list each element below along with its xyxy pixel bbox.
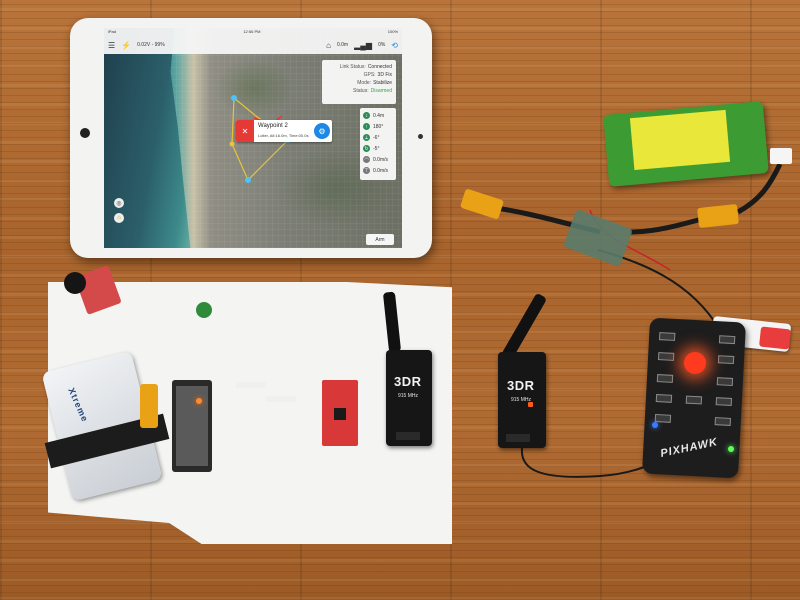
battery-text: 0.02V - 99%: [137, 42, 165, 48]
locate-home-button[interactable]: ⌂: [114, 213, 124, 223]
left-radio-port: [396, 432, 420, 440]
transmitter-led: [196, 398, 202, 404]
buzzer: [64, 272, 86, 294]
pixhawk-blue-led: [652, 422, 658, 428]
altitude-text: 0.0m: [336, 42, 349, 48]
xt60-connector-battery: [697, 203, 739, 229]
altitude-value: 0.4m: [373, 112, 385, 119]
climb-icon: ⊤: [363, 167, 370, 174]
pixhawk-port: [685, 395, 703, 405]
front-camera: [418, 134, 423, 139]
waypoint-1-marker: [231, 95, 237, 101]
home-button[interactable]: [80, 128, 90, 138]
gps-label: GPS:: [363, 72, 376, 78]
mode-label: Mode:: [357, 80, 372, 86]
heading-icon: ↑: [363, 123, 370, 130]
arm-button[interactable]: Arm: [366, 234, 394, 245]
signal-text: 0%: [378, 42, 386, 48]
waypoint-detail: Loiter, Alt:16.0m, Time:00.0s: [258, 133, 309, 138]
right-radio-port: [506, 434, 530, 442]
roll-icon: ↻: [363, 145, 370, 152]
rx-connector: [196, 302, 212, 318]
pixhawk-port: [714, 417, 732, 426]
right-radio-freq: 915 MHz: [511, 397, 532, 403]
pixhawk-port: [656, 374, 674, 383]
left-radio-freq: 915 MHz: [398, 393, 419, 399]
pixhawk-port: [715, 397, 733, 406]
clock-text: 12:56 PM: [243, 29, 261, 34]
cable-battery-main-lead: [736, 162, 783, 215]
waypoint-4-marker: [245, 177, 251, 183]
heading-value: 180°: [373, 123, 384, 130]
carrier-text: iPad: [108, 29, 117, 34]
right-telemetry-radio: [498, 352, 546, 448]
pixhawk-port: [718, 335, 736, 345]
telemetry-panel: ↕0.4m ↑180° ⟂-6° ↻-5° ◠0.0m/s ⊤0.0m/s: [360, 108, 396, 180]
target-icon: ◎: [116, 200, 122, 207]
pixhawk-port: [657, 352, 675, 361]
ground-station-screen: iPad 12:56 PM 100% ☰ ⚡ 0.02V - 99% ⌂ 0.0…: [104, 28, 402, 248]
battery-warning-label: [629, 109, 731, 171]
right-radio-led: [528, 402, 533, 407]
pixhawk-status-led: [684, 352, 706, 374]
status-value: Disarmed: [370, 88, 392, 94]
balance-connector: [770, 148, 792, 164]
pixhawk-flight-controller: [641, 317, 747, 479]
status-label: Status:: [353, 88, 369, 94]
link-status-panel: Link Status:Connected GPS:3D Fix Mode:St…: [322, 60, 396, 104]
locate-drone-button[interactable]: ◎: [114, 198, 124, 208]
app-toolbar: ☰ ⚡ 0.02V - 99% ⌂ 0.0m ▂▄▆ 0% ⟲: [104, 36, 402, 54]
ios-status-bar: iPad 12:56 PM 100%: [104, 28, 402, 36]
ipad-tablet: iPad 12:56 PM 100% ☰ ⚡ 0.02V - 99% ⌂ 0.0…: [70, 18, 432, 258]
transmitter-pcb: [176, 386, 208, 466]
xt60-connector-board: [140, 384, 158, 428]
climb-rate-value: 0.0m/s: [373, 167, 389, 174]
pixhawk-port: [658, 332, 676, 341]
home-pin-icon: ⌂: [117, 215, 121, 221]
ground-speed-value: 0.0m/s: [373, 156, 389, 163]
right-radio-brand: 3DR: [507, 378, 535, 393]
battery-bolt-icon: ⚡: [121, 40, 132, 50]
signal-icon: ▂▄▆: [354, 40, 373, 50]
altitude-icon: ↕: [363, 112, 370, 119]
waypoint-settings-button[interactable]: ⚙: [314, 123, 330, 139]
top-bar: [104, 28, 402, 54]
sbus-chip: [334, 408, 346, 420]
pixhawk-port: [655, 394, 673, 403]
home-icon[interactable]: ⌂: [326, 40, 331, 50]
link-status-label: Link Status:: [339, 64, 366, 70]
left-radio-brand: 3DR: [394, 374, 422, 389]
speed-icon: ◠: [363, 156, 370, 163]
roll-value: -5°: [373, 145, 380, 152]
connect-icon[interactable]: ⟲: [391, 40, 398, 50]
pitch-icon: ⟂: [363, 134, 370, 141]
cable-ties: [236, 382, 296, 402]
delete-waypoint-button[interactable]: ✕: [236, 120, 254, 142]
waypoint-card[interactable]: ✕ Waypoint 2 Loiter, Alt:16.0m, Time:00.…: [236, 120, 332, 142]
waypoint-title: Waypoint 2: [258, 123, 288, 129]
home-marker: [229, 141, 235, 147]
left-telemetry-radio: [386, 350, 432, 446]
menu-icon[interactable]: ☰: [108, 40, 116, 50]
gps-value: 3D Fix: [377, 72, 392, 78]
usb-stick-cap: [759, 326, 791, 350]
close-icon: ✕: [241, 126, 249, 136]
pixhawk-port: [654, 413, 672, 423]
pixhawk-port: [716, 377, 734, 387]
gear-icon: ⚙: [318, 126, 326, 136]
pixhawk-port: [717, 355, 735, 365]
pitch-value: -6°: [373, 134, 380, 141]
mode-value[interactable]: Stabilize: [373, 80, 392, 86]
link-status-value: Connected: [367, 64, 392, 70]
device-battery-text: 100%: [387, 29, 398, 34]
pixhawk-green-led: [728, 446, 734, 452]
